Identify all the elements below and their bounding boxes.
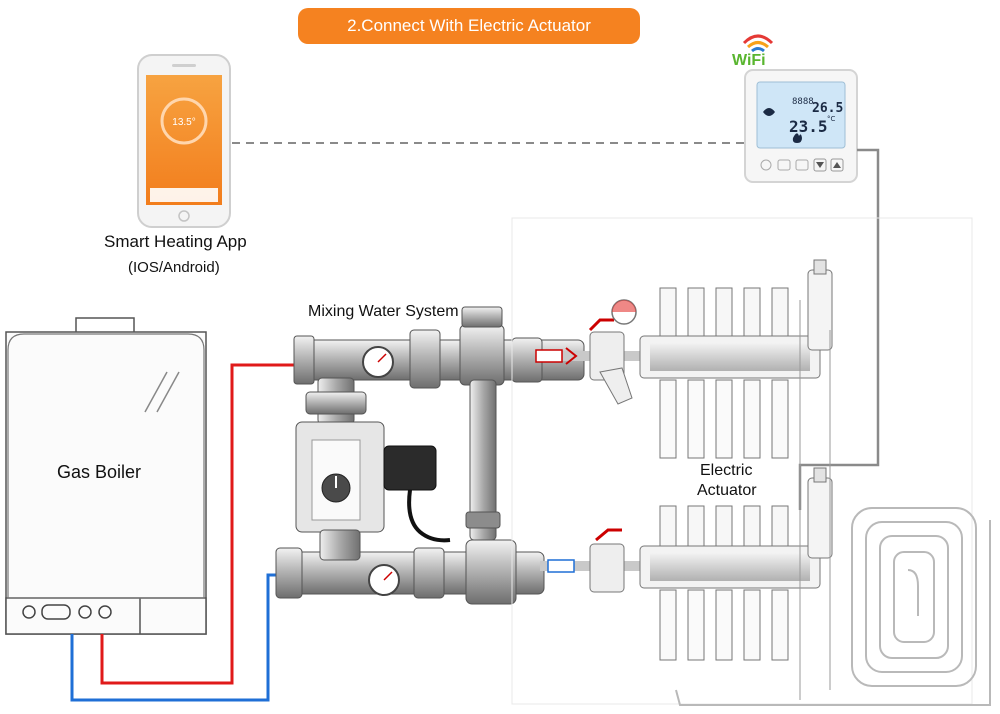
- mixing-unit: [275, 306, 585, 605]
- thermostat: 8888 26.5 23.5 °C: [744, 69, 858, 183]
- phone-sublabel: (IOS/Android): [128, 259, 220, 276]
- pump-junction-box: [383, 445, 437, 491]
- down-arrow-icon: [816, 162, 824, 168]
- phone-home-button: [178, 210, 190, 222]
- mixing-label: Mixing Water System: [308, 303, 459, 320]
- up-button: [830, 158, 844, 172]
- pump-cable: [407, 489, 451, 543]
- phone-screen-temp: 13.5°: [172, 117, 195, 128]
- wifi-text: WiFi: [732, 52, 766, 69]
- power-button: [760, 159, 772, 171]
- flow-arrow-icon: [565, 347, 578, 365]
- phone-dial: [160, 97, 208, 145]
- thermostat-unit: °C: [827, 115, 836, 123]
- smartphone: 13.5°: [137, 54, 231, 228]
- air-vent-bottom: [807, 477, 833, 559]
- phone-screen: [146, 75, 222, 205]
- boiler-knob: [98, 605, 112, 619]
- strainer: [599, 367, 633, 405]
- boiler-display: [41, 604, 71, 620]
- boiler-knob: [22, 605, 36, 619]
- thermostat-clock: 8888: [792, 97, 814, 107]
- actuator-label-line2: Actuator: [697, 482, 757, 499]
- up-arrow-icon: [833, 162, 841, 168]
- fan-icon: [763, 108, 775, 116]
- flame-icon: [792, 133, 802, 143]
- phone-label: Smart Heating App: [104, 232, 247, 251]
- thermostat-set-temp: 26.5: [812, 101, 843, 116]
- boiler-knob: [78, 605, 92, 619]
- return-ball-valve: [589, 543, 625, 593]
- mode-button: [777, 159, 791, 171]
- air-vent-top: [807, 269, 833, 351]
- diagram-title: 2.Connect With Electric Actuator: [298, 8, 640, 44]
- phone-tab-bar: [150, 188, 218, 202]
- clock-button: [795, 159, 809, 171]
- boiler-label: Gas Boiler: [57, 462, 142, 482]
- electric-actuators: [659, 505, 789, 661]
- wifi-logo: WiFi: [732, 34, 774, 69]
- gas-boiler: [5, 317, 207, 635]
- down-button: [813, 158, 827, 172]
- bypass-valve-head: [461, 306, 503, 328]
- thermostat-lcd: [756, 81, 846, 149]
- floor-heating-loop: [675, 507, 991, 706]
- supply-outlets: [659, 287, 789, 459]
- manifold: [511, 217, 973, 705]
- hot-supply-pipe: [100, 363, 296, 685]
- actuator-label-line1: Electric: [700, 462, 753, 479]
- thermostat-room-temp: 23.5: [789, 117, 828, 136]
